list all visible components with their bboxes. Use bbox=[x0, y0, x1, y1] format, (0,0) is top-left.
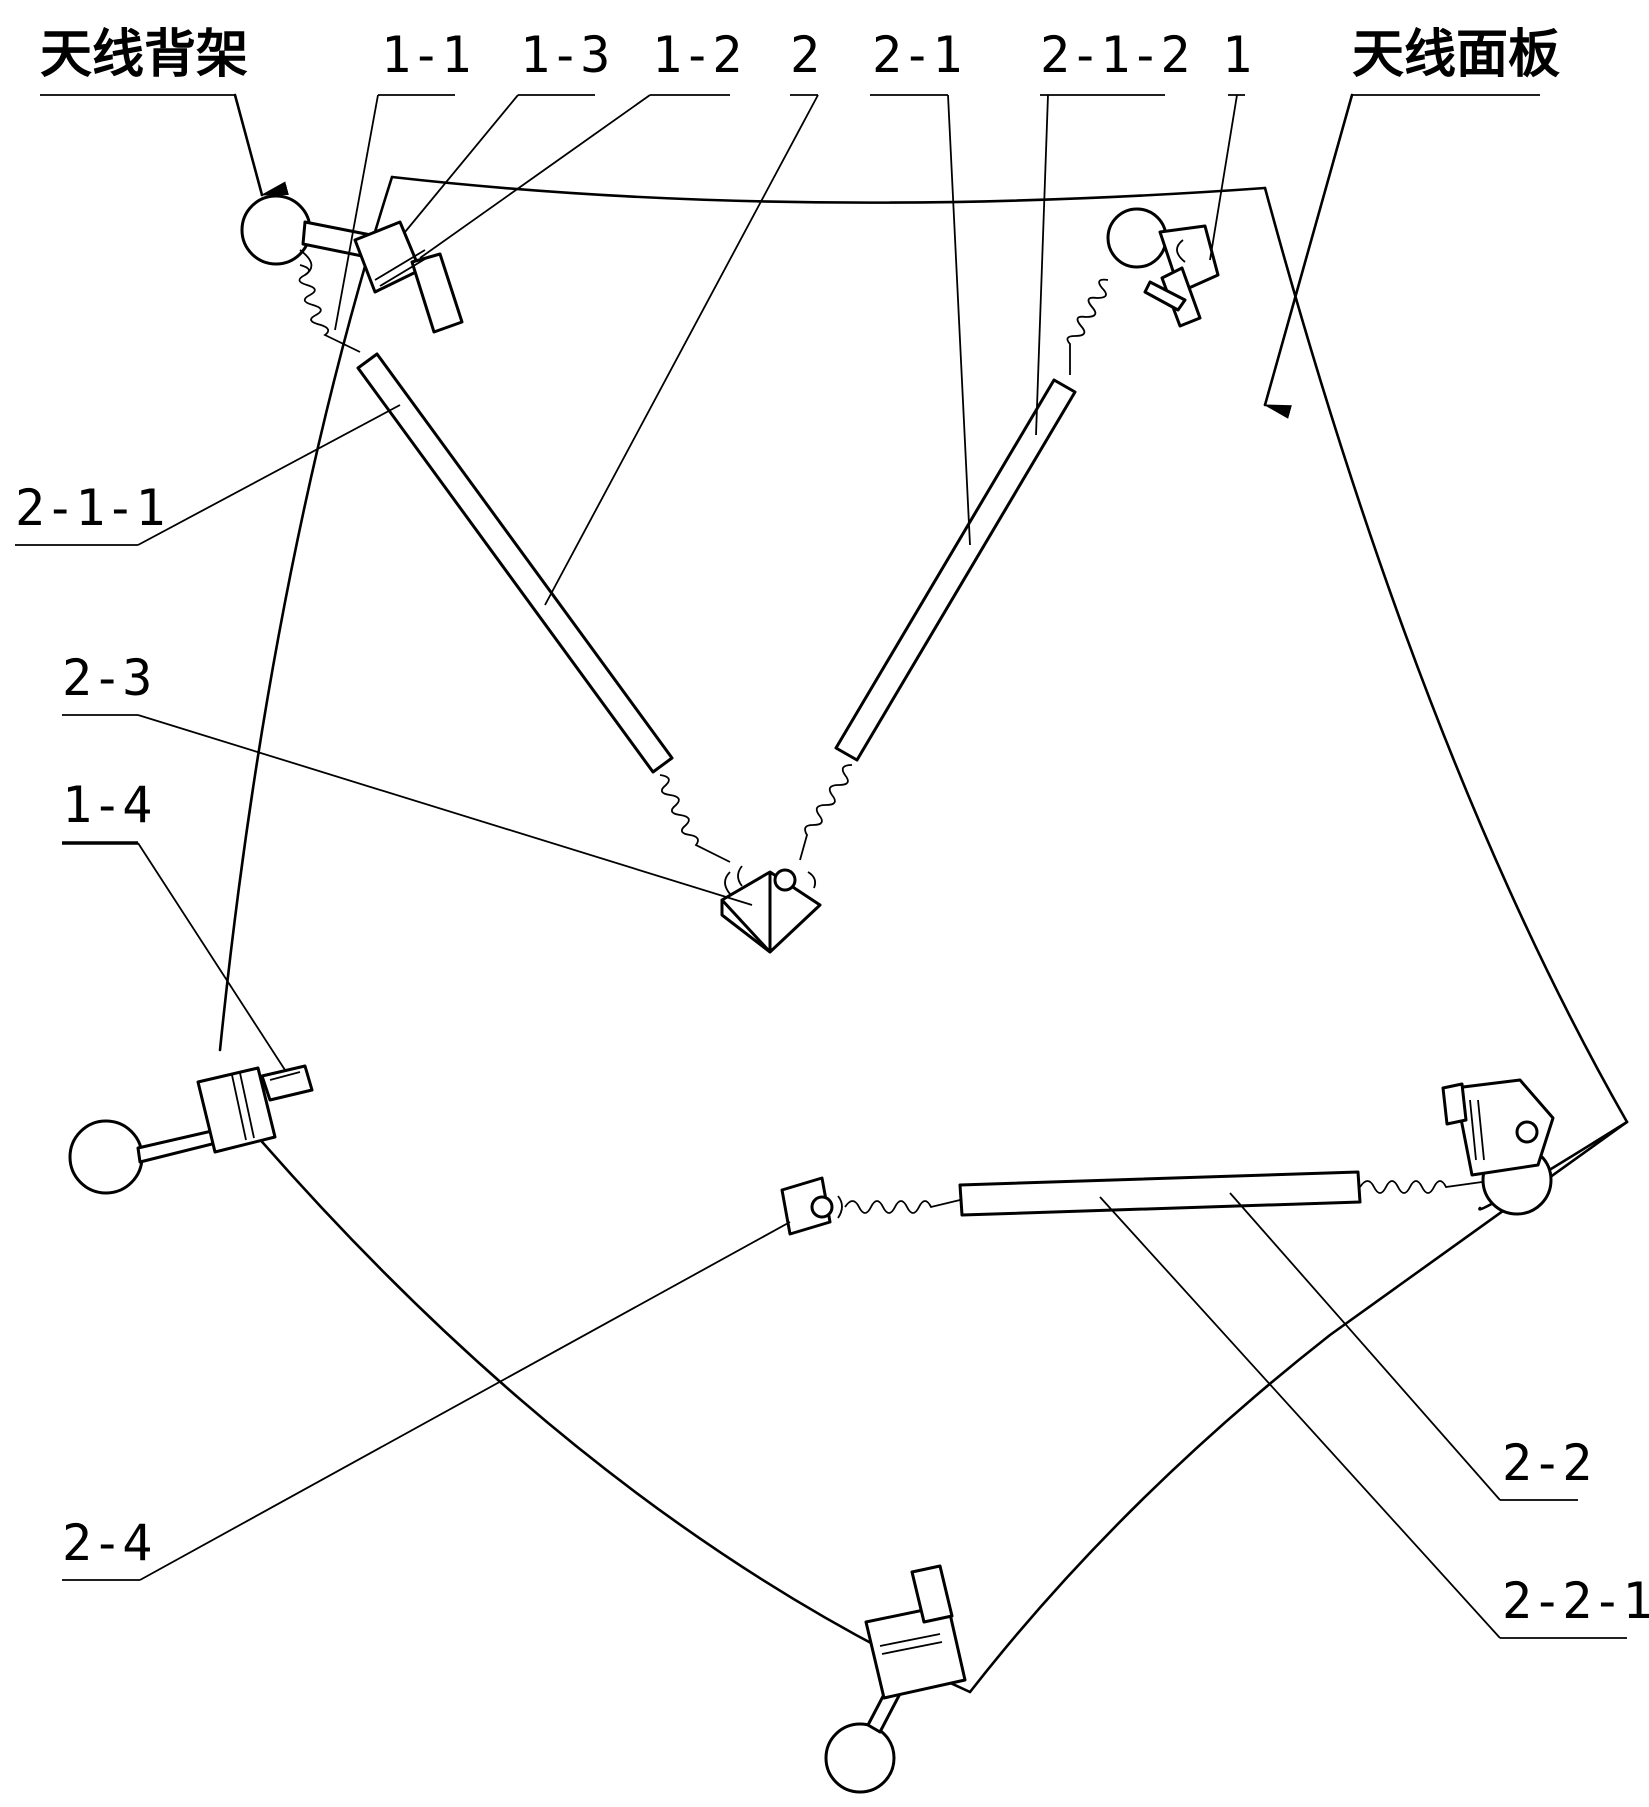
panel-lower-right-edge bbox=[968, 1120, 1629, 1694]
label-2-1: 2-1 bbox=[872, 26, 962, 84]
panel-top-edge bbox=[390, 175, 1267, 204]
clamp-bracket-1-2 bbox=[410, 252, 464, 334]
label-2-4: 2-4 bbox=[62, 1514, 152, 1572]
leader-1-2 bbox=[419, 94, 651, 259]
panel-left-edge bbox=[218, 175, 394, 1052]
leader-2-2 bbox=[1229, 1192, 1501, 1501]
spring-lower-right bbox=[1359, 1180, 1483, 1194]
leader-2-4 bbox=[139, 1221, 791, 1581]
label-2-3: 2-3 bbox=[62, 649, 152, 707]
springs-upper bbox=[298, 264, 1109, 863]
panel-right-edge bbox=[1263, 186, 1629, 1124]
labels: 天线背架 天线面板 1-1 1-3 1-2 2 2-1 2-1-2 1 2-1-… bbox=[15, 25, 1649, 1630]
label-1-4: 1-4 bbox=[62, 776, 152, 834]
label-antenna-back-frame: 天线背架 bbox=[40, 25, 248, 85]
label-2-1-2: 2-1-2 bbox=[1040, 26, 1191, 84]
backframe-ball-bottom bbox=[824, 1722, 896, 1794]
spring-v-right bbox=[799, 764, 853, 861]
backframe-ball-lower-left bbox=[68, 1119, 144, 1195]
lower-rod-assembly bbox=[780, 1170, 1483, 1236]
rod-2-2-1 bbox=[958, 1170, 1362, 1217]
mount-lower-left bbox=[68, 1064, 314, 1195]
label-2-2-1: 2-2-1 bbox=[1502, 1572, 1649, 1630]
leader-2-1-2 bbox=[1035, 94, 1049, 436]
mount-bottom bbox=[824, 1564, 967, 1794]
label-2: 2 bbox=[790, 26, 820, 84]
leader-2-1 bbox=[947, 94, 971, 546]
end-block-2-4 bbox=[780, 1176, 832, 1236]
leader-antenna-back-frame bbox=[233, 93, 289, 197]
label-1-2: 1-2 bbox=[652, 26, 742, 84]
leader-2-1-1 bbox=[137, 404, 401, 546]
spring-upper-left bbox=[298, 264, 361, 353]
spring-lower-left bbox=[844, 1199, 961, 1214]
leader-1-4 bbox=[137, 842, 286, 1071]
mount-upper-left bbox=[240, 194, 464, 334]
leader-2 bbox=[544, 94, 819, 606]
leader-lines bbox=[15, 93, 1627, 1639]
backframe-ball-upper-left bbox=[240, 194, 312, 266]
label-1-1: 1-1 bbox=[381, 26, 471, 84]
label-1-3: 1-3 bbox=[520, 26, 610, 84]
clamp-plate-lower-right bbox=[1453, 1078, 1555, 1177]
label-2-1-1: 2-1-1 bbox=[15, 479, 166, 537]
leader-1-1 bbox=[334, 94, 379, 331]
rod-2-1-1-left bbox=[356, 352, 674, 774]
leader-2-3 bbox=[137, 714, 753, 906]
label-antenna-panel: 天线面板 bbox=[1352, 25, 1560, 85]
leader-2-2-1 bbox=[1099, 1196, 1501, 1639]
leader-antenna-panel bbox=[1263, 93, 1354, 419]
mount-lower-right bbox=[1441, 1078, 1555, 1216]
spring-v-left bbox=[659, 774, 731, 863]
leader-1-3 bbox=[404, 94, 519, 233]
hinge-block-2-3 bbox=[720, 865, 822, 954]
mount-upper-right bbox=[1106, 207, 1220, 328]
label-2-2: 2-2 bbox=[1502, 1434, 1592, 1492]
label-1: 1 bbox=[1222, 26, 1252, 84]
panel-lower-left-edge bbox=[248, 1126, 972, 1694]
rod-2-1-2-right bbox=[834, 378, 1077, 762]
clamp-plate-1-4 bbox=[196, 1066, 277, 1154]
clamp-slot bbox=[374, 249, 431, 287]
backframe-ball-upper-right bbox=[1106, 207, 1168, 269]
spring-upper-right bbox=[1066, 278, 1109, 375]
leader-1 bbox=[1209, 94, 1238, 261]
antenna-panel-outline bbox=[218, 175, 1629, 1694]
clamp-plate-bottom bbox=[864, 1603, 967, 1700]
